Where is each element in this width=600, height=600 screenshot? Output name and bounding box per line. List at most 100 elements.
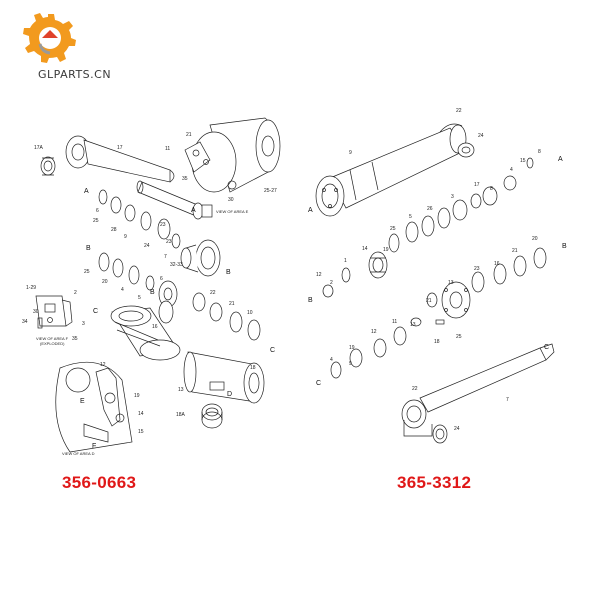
callout-b-left: B	[86, 245, 91, 252]
callout-10: 10	[247, 310, 253, 316]
callout-r-b-right: B	[562, 243, 567, 250]
callout-r-16: 16	[494, 261, 500, 267]
callout-25-27: 25-27	[264, 188, 277, 194]
callout-r-24b: 24	[454, 426, 460, 432]
view-area-f-parts	[35, 295, 73, 329]
piston	[110, 305, 181, 361]
piston-nut	[158, 280, 178, 308]
callout-r-9b: 9	[349, 361, 352, 367]
callout-a-rod: A	[191, 207, 196, 214]
callout-r-4: 4	[510, 167, 513, 173]
callout-r-18: 18	[434, 339, 440, 345]
callout-a-left: A	[84, 188, 89, 195]
piston-ring-16	[158, 300, 174, 324]
callout-r-22b: 22	[412, 386, 418, 392]
callout-1-29: 1-29	[26, 285, 36, 291]
callout-r-25: 25	[390, 226, 396, 232]
callout-r-8b: 8	[490, 186, 493, 192]
callout-r-7: 7	[506, 397, 509, 403]
callout-9: 9	[124, 234, 127, 240]
callout-b-gland: B	[226, 269, 231, 276]
callout-r-24: 24	[478, 133, 484, 139]
callout-13: 13	[178, 387, 184, 393]
callout-16: 16	[152, 324, 158, 330]
bushing-18a	[201, 403, 223, 429]
head-gland-row-b	[322, 247, 547, 298]
callout-35: 35	[182, 176, 188, 182]
callout-32-33: 32-33	[170, 262, 183, 268]
callout-r-13b: 13	[410, 322, 416, 328]
gear-logo-icon	[23, 13, 76, 63]
callout-11: 11	[165, 146, 170, 152]
piston-right	[410, 281, 471, 327]
callout-r-25b: 25	[456, 334, 462, 340]
callout-r-a-left: A	[308, 207, 313, 214]
rod-seal-parts-row-a	[388, 157, 534, 253]
callout-6: 6	[96, 208, 99, 214]
callout-4: 4	[121, 287, 124, 293]
caption-view-area-f-2: (EXPLODED)	[40, 341, 65, 346]
view-area-d-housing	[55, 361, 133, 453]
callout-r-a-right: A	[558, 156, 563, 163]
callout-r-21: 21	[512, 248, 518, 254]
callout-20: 20	[102, 279, 108, 285]
callout-r-17: 17	[474, 182, 480, 188]
callout-r-12b: 12	[371, 329, 377, 335]
callout-23a: 23	[160, 222, 166, 228]
callout-r-14: 14	[362, 246, 368, 252]
callout-r-1: 1	[344, 258, 347, 264]
callout-14: 14	[138, 411, 144, 417]
seal-rings-row-b	[98, 252, 155, 291]
brand-logo: GLPARTS.CN	[18, 8, 128, 81]
callout-r-3: 3	[451, 194, 454, 200]
callout-19: 19	[134, 393, 140, 399]
part-number-left: 356-0663	[62, 473, 137, 492]
callout-15: 15	[138, 429, 144, 435]
callout-r-11: 11	[392, 319, 397, 325]
callout-r-2: 2	[330, 280, 333, 286]
callout-28: 28	[111, 227, 117, 233]
callout-r-26: 26	[427, 206, 433, 212]
callout-30b: 30	[33, 309, 39, 315]
bushing-24-top	[457, 142, 475, 158]
seal-rings-row-c-right	[330, 326, 407, 379]
piston-rod	[136, 180, 213, 220]
callout-25b: 25	[84, 269, 90, 275]
callout-17: 17	[117, 145, 123, 151]
caption-view-area-d: VIEW OF AREA D	[62, 451, 95, 456]
callout-34: 34	[22, 319, 28, 325]
caption-view-area-e: VIEW OF AREA E	[216, 209, 249, 214]
callout-30: 30	[228, 197, 234, 203]
seal-rings-row-a	[98, 189, 181, 249]
callout-r-5: 5	[409, 214, 412, 220]
callout-6b: 6	[160, 276, 163, 282]
callout-23b: 23	[166, 239, 172, 245]
callout-r-c-right: C	[544, 344, 549, 351]
part-number-right: 365-3312	[397, 473, 472, 492]
callout-7: 7	[164, 254, 167, 260]
callout-17a: 17A	[34, 145, 44, 151]
callout-2: 2	[74, 290, 77, 296]
callout-22: 22	[210, 290, 216, 296]
cylinder-barrel	[315, 123, 467, 217]
callout-18a: 18A	[176, 412, 186, 418]
cylinder-head-tube	[184, 117, 281, 193]
right-exploded-diagram	[315, 123, 555, 444]
bushing-24-bottom	[432, 424, 448, 444]
callout-r-19: 19	[383, 247, 389, 253]
callout-18: 18	[250, 365, 256, 371]
callout-r-12: 12	[316, 272, 322, 278]
callout-r-19b: 19	[349, 345, 355, 351]
callout-r-8: 8	[538, 149, 541, 155]
left-callouts: 17A 17 21 11 35 25-27 30 A A 6 25 28 9 2…	[22, 132, 277, 456]
callout-25: 25	[93, 218, 99, 224]
seal-rings-row-c	[192, 292, 261, 341]
callout-r-9: 9	[349, 150, 352, 156]
callout-e: E	[80, 398, 85, 405]
callout-r-15: 15	[520, 158, 526, 164]
callout-r-b-left: B	[308, 297, 313, 304]
callout-f: F	[92, 443, 96, 450]
callout-r-c-left: C	[316, 380, 321, 387]
callout-r-20: 20	[532, 236, 538, 242]
